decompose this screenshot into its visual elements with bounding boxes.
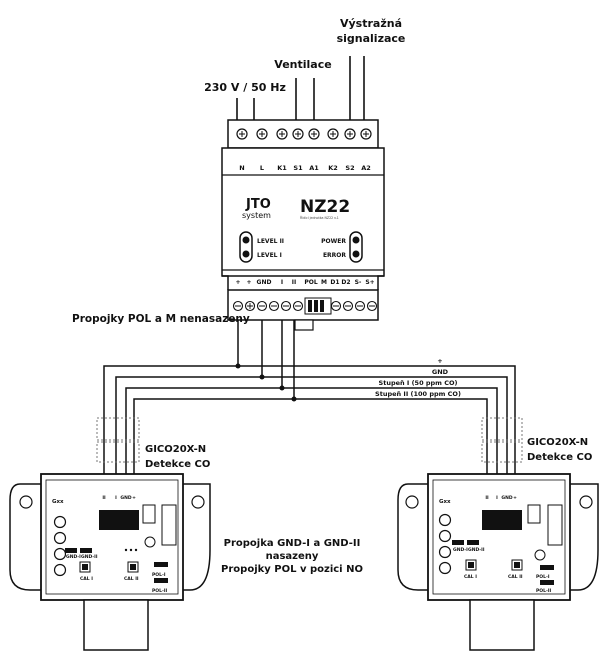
jto-logo: JTO <box>245 197 271 212</box>
model-name: NZ22 <box>300 197 350 217</box>
left-board-gxx: Gxx <box>52 499 64 505</box>
warning-signal-label-line2: signalizace <box>337 32 406 45</box>
left-pol-i: POL-I <box>152 572 166 578</box>
bottom-screw-terminals <box>232 297 378 315</box>
bus-label-plus: + <box>437 357 442 365</box>
bus-label-stage2: Stupeň II (100 ppm CO) <box>375 390 461 398</box>
bus-wires <box>103 320 516 505</box>
svg-text:S1: S1 <box>293 164 303 172</box>
led-label-power: POWER <box>321 238 346 245</box>
svg-text:D2: D2 <box>341 279 350 286</box>
right-board-gxx: Gxx <box>439 499 451 505</box>
nz22-controller: N L K1 S1 A1 K2 S2 A2 JTO system NZ22 Ří… <box>221 119 385 331</box>
left-pol-ii: POL-II <box>152 588 168 594</box>
svg-text:A1: A1 <box>309 164 319 172</box>
model-subtitle: Řídicí jednotka NZ22 v.1 <box>300 215 339 220</box>
level-ii-led <box>242 236 250 244</box>
right-detector-desc: Detekce CO <box>527 452 592 463</box>
wire-junctions <box>235 363 297 402</box>
led-label-level-i: LEVEL I <box>257 252 282 259</box>
right-term-i: I <box>496 495 498 501</box>
svg-text:GND: GND <box>257 279 272 286</box>
right-detector: Gxx II I GND + GND-I GND-II CAL I CAL II… <box>397 417 599 651</box>
right-cal-i: CAL I <box>464 574 477 580</box>
right-gnd-ii: GND-II <box>468 547 485 553</box>
svg-text:K1: K1 <box>277 164 287 172</box>
bus-labels: + GND Stupeň I (50 ppm CO) Stupeň II (10… <box>375 357 461 398</box>
bus-label-stage1: Stupeň I (50 ppm CO) <box>379 379 458 387</box>
right-term-ii: II <box>485 495 489 501</box>
svg-text:A2: A2 <box>361 164 371 172</box>
svg-text:D1: D1 <box>330 279 339 286</box>
led-label-error: ERROR <box>323 252 346 259</box>
svg-text:L: L <box>260 164 264 172</box>
svg-text:S2: S2 <box>345 164 354 172</box>
jto-logo-sub: system <box>242 211 271 220</box>
svg-text:S+: S+ <box>365 279 374 286</box>
svg-text:+: + <box>246 279 251 286</box>
svg-text:S-: S- <box>355 279 362 286</box>
pol-m-note: Propojky POL a M nenasazeny <box>72 313 250 325</box>
left-cal-i: CAL I <box>80 576 93 582</box>
svg-text:+: + <box>235 279 240 286</box>
power-led <box>352 236 360 244</box>
svg-text:M: M <box>321 279 327 286</box>
svg-text:I: I <box>281 279 283 286</box>
left-gnd-i: GND-I <box>66 554 81 560</box>
jumper-note-line1: Propojka GND-I a GND-II <box>224 538 361 549</box>
left-detector-name: GICO20X-N <box>145 444 206 455</box>
left-term-gnd: GND <box>120 495 131 501</box>
left-detector: Gxx II I GND + GND-I GND-II CAL I CAL II… <box>9 417 211 651</box>
left-term-plus: + <box>132 495 136 501</box>
bottom-terminal-labels: + + GND I II POL M D1 D2 S- S+ <box>235 279 374 286</box>
right-detector-name: GICO20X-N <box>527 437 588 448</box>
left-terminal-block <box>99 510 139 530</box>
svg-text:K2: K2 <box>328 164 338 172</box>
svg-text:II: II <box>292 279 296 286</box>
bus-label-gnd: GND <box>432 368 449 376</box>
right-terminal-block <box>482 510 522 530</box>
right-cal-ii: CAL II <box>508 574 523 580</box>
right-pol-i: POL-I <box>536 574 550 580</box>
ventilation-label: Ventilace <box>274 58 331 71</box>
level-i-led <box>242 250 250 258</box>
jumper-note-line3: Propojky POL v pozici NO <box>221 564 363 575</box>
input-wires <box>236 56 365 120</box>
top-terminal-labels: N L K1 S1 A1 K2 S2 A2 <box>239 164 371 172</box>
svg-text:N: N <box>239 164 244 172</box>
led-label-level-ii: LEVEL II <box>257 238 284 245</box>
power-supply-label: 230 V / 50 Hz <box>204 81 286 94</box>
top-screw-terminals <box>236 128 372 140</box>
right-pol-ii: POL-II <box>536 588 552 594</box>
left-term-ii: II <box>102 495 106 501</box>
right-term-gnd: GND <box>501 495 512 501</box>
right-gnd-i: GND-I <box>453 547 468 553</box>
left-detector-desc: Detekce CO <box>145 459 210 470</box>
jumper-note-line2: nasazeny <box>266 551 319 562</box>
left-term-i: I <box>115 495 117 501</box>
left-gnd-ii: GND-II <box>81 554 98 560</box>
right-term-plus: + <box>513 495 517 501</box>
left-cal-ii: CAL II <box>124 576 139 582</box>
svg-text:POL: POL <box>304 279 317 286</box>
warning-signal-label-line1: Výstražná <box>340 17 402 30</box>
error-led <box>352 250 360 258</box>
